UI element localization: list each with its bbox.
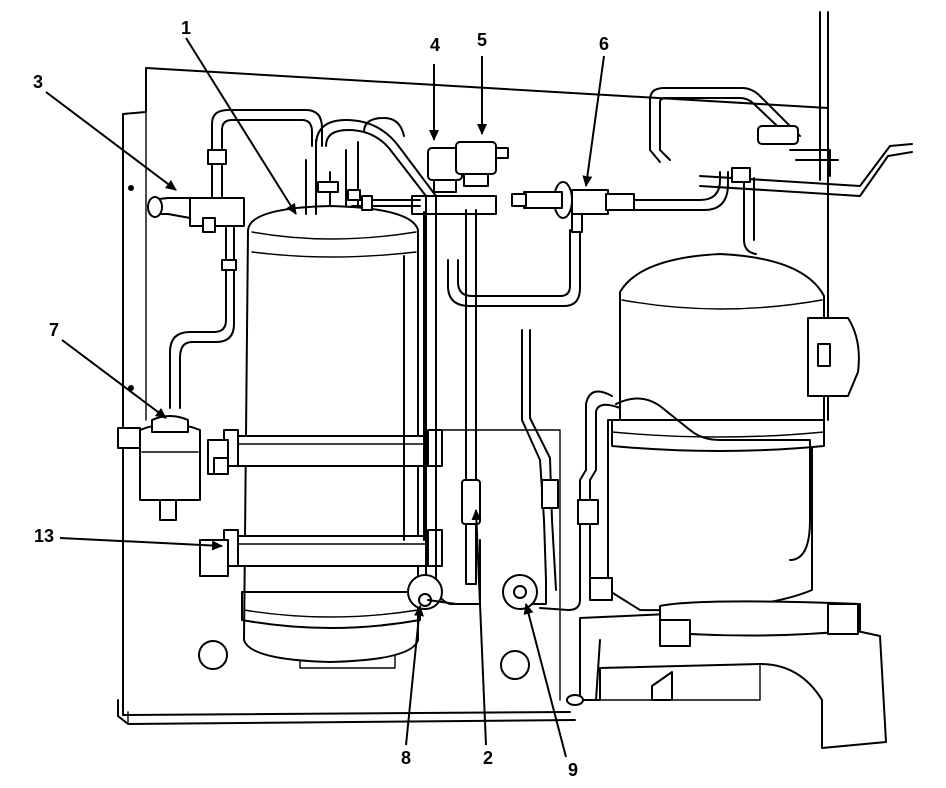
leader-6 [582,55,605,187]
callout-13: 13 [33,526,55,546]
leader-1 [185,37,297,215]
leader-7 [61,339,167,419]
callout-3: 3 [32,72,44,92]
service-valve-assembly [147,109,323,409]
tank-strap-lower [199,529,443,577]
leader-3 [45,91,177,191]
plate-hole-left [198,640,228,670]
callout-4: 4 [429,35,441,55]
callout-5: 5 [476,30,488,50]
leader-lines [45,37,605,758]
plate-hole-right [500,650,530,680]
callout-9: 9 [567,760,579,780]
leader-9 [523,603,567,758]
callout-2: 2 [482,748,494,768]
solenoid-valve-5 [455,141,497,175]
compressor-terminal-box [807,317,860,397]
leader-13 [59,537,223,551]
callout-6: 6 [598,34,610,54]
compressor [539,253,887,749]
leader-8 [405,605,424,746]
expansion-valve [511,171,729,233]
callout-1: 1 [180,18,192,38]
callout-8: 8 [400,748,412,768]
filter-drier [117,415,229,521]
upper-right-piping [649,11,913,255]
lower-piping [407,329,559,610]
callout-7: 7 [48,320,60,340]
leader-2 [471,509,487,746]
solenoid-valves [315,117,581,605]
